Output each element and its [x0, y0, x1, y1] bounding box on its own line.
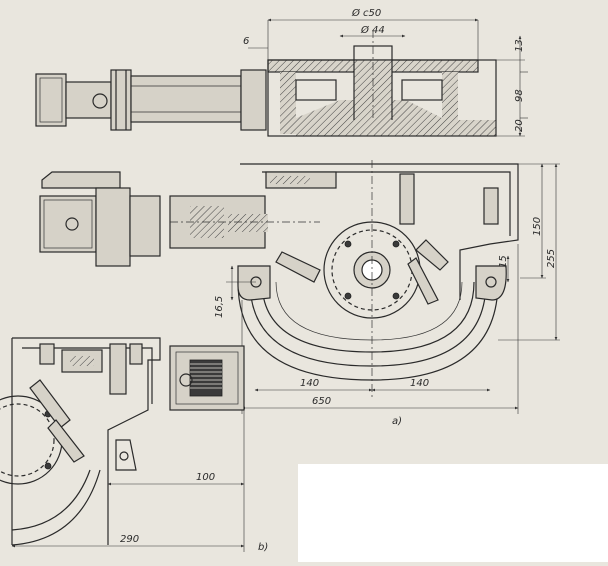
pawl-left	[275, 251, 321, 283]
dim-total-width: Ø c50	[351, 7, 381, 19]
pawl-right	[415, 239, 449, 271]
dim-100: 100	[196, 472, 215, 483]
dim-height-main: 98	[514, 89, 525, 102]
outer-arc	[237, 281, 499, 381]
gearbox-left	[65, 81, 112, 119]
flange	[110, 69, 132, 131]
top-section-view: Ø c50 Ø 44 6 13 98 20	[35, 7, 528, 137]
label-b: b)	[258, 542, 268, 553]
dim-left: 140	[300, 378, 319, 389]
dim-small: 6	[243, 36, 249, 47]
blank-area	[298, 464, 608, 562]
dim-shaft: Ø 44	[360, 24, 385, 36]
cylinder-flange	[240, 69, 267, 131]
motor-block	[35, 73, 67, 127]
dim-height-top: 13	[514, 39, 525, 52]
dim-height-255: 255	[546, 249, 557, 268]
plan-view-a: 140 140 650 150 255 15 16,5 a)	[39, 160, 560, 427]
dim-height-15: 15	[498, 255, 509, 268]
bolt	[92, 93, 108, 109]
bracket	[399, 173, 415, 225]
dim-right: 140	[410, 378, 429, 389]
base-plate	[296, 120, 496, 136]
cylinder-body	[130, 75, 242, 123]
label-a: a)	[392, 416, 402, 427]
dim-290: 290	[120, 534, 139, 545]
dim-height-16-5: 16,5	[214, 296, 225, 318]
housing-outline-b	[11, 337, 161, 545]
reducer-housing	[95, 187, 131, 267]
partial-view-b: 100 290 b)	[0, 337, 268, 553]
dim-height-base: 20	[514, 119, 525, 132]
motor-housing	[39, 195, 97, 253]
dim-width-total: 650	[312, 396, 331, 407]
dim-height-150: 150	[532, 217, 543, 236]
